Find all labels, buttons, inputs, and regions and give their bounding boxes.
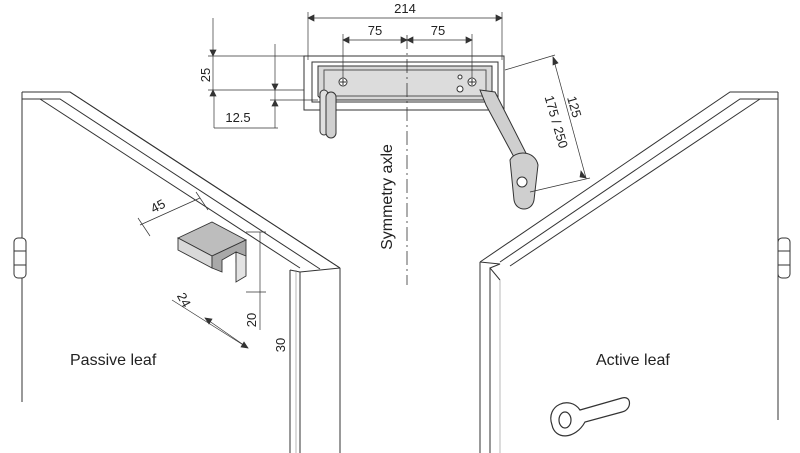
dim-half-right: 75 (431, 23, 445, 38)
symmetry-axle-label: Symmetry axle (379, 144, 396, 250)
dim-arm-length: 125 (564, 94, 584, 119)
active-leaf (479, 91, 791, 453)
dim-overall-width: 214 (394, 1, 416, 16)
door-stop-bracket (176, 221, 248, 283)
dim-half-left: 75 (368, 23, 382, 38)
dim-height: 25 (198, 68, 213, 82)
closer-arm (479, 89, 539, 210)
closer-body (303, 55, 505, 139)
dimension-lines (137, 12, 591, 355)
dim-bracket-width: 45 (148, 196, 168, 216)
passive-leaf (13, 91, 341, 453)
door-handle-icon (550, 397, 631, 437)
dim-offset: 12.5 (225, 110, 250, 125)
dim-bracket-total: 30 (273, 338, 288, 352)
dim-bracket-height: 20 (244, 313, 259, 327)
active-leaf-label: Active leaf (596, 352, 670, 369)
passive-leaf-label: Passive leaf (70, 352, 157, 369)
dim-bracket-depth: 24 (174, 290, 194, 310)
